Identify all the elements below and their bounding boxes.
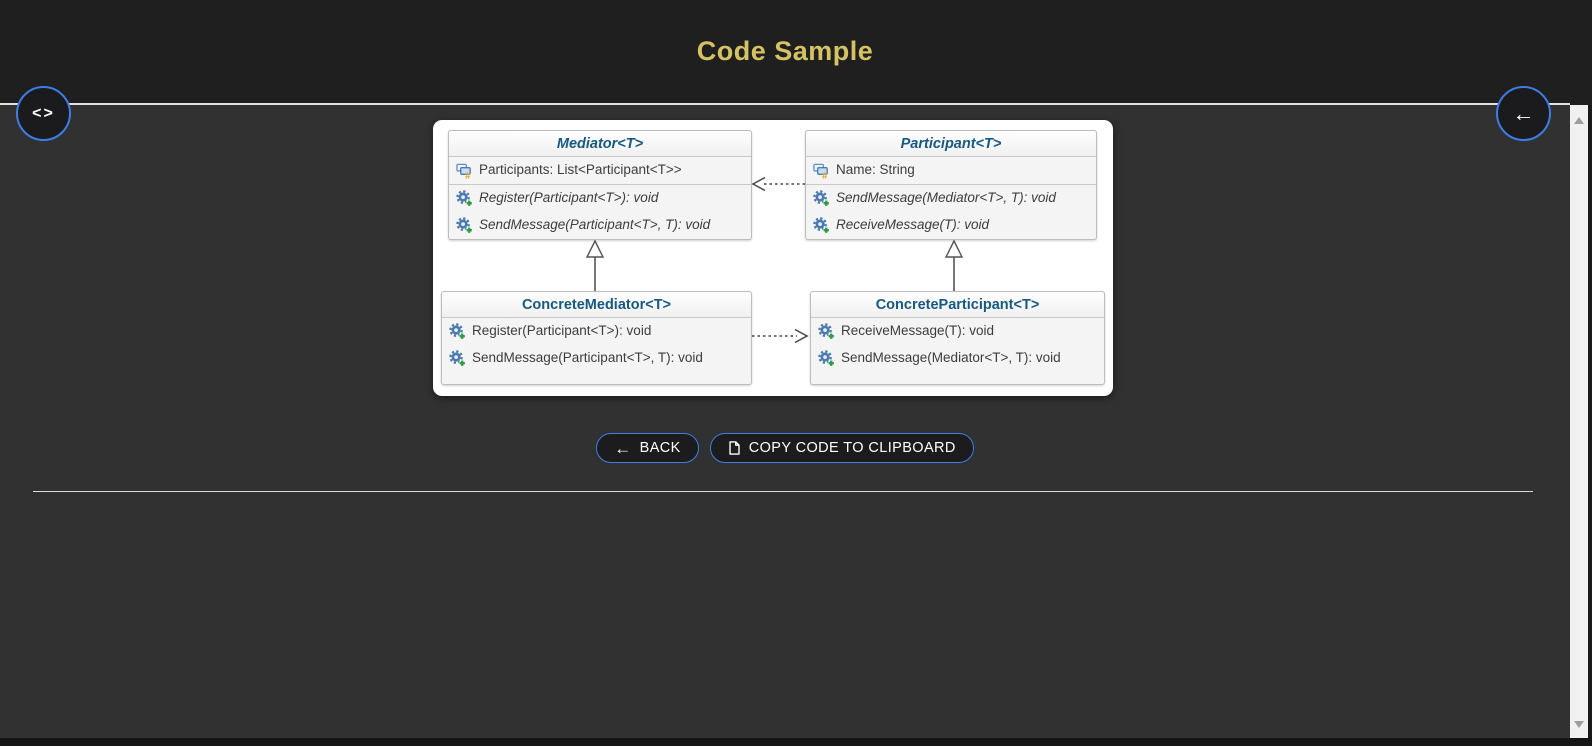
uml-method-text: SendMessage(Mediator<T>, T): void (841, 350, 1061, 366)
uml-field-text: Name: String (836, 162, 915, 178)
code-brackets-icon: <> (32, 104, 55, 122)
uml-class-title: Participant<T> (806, 131, 1096, 157)
uml-method-text: ReceiveMessage(T): void (836, 217, 990, 233)
uml-field-text: Participants: List<Participant<T>> (479, 162, 682, 178)
uml-class-concrete-participant[interactable]: ConcreteParticipant<T> ReceiveMessage(T)… (810, 291, 1105, 385)
document-icon (729, 441, 740, 455)
method-icon (813, 190, 830, 207)
method-icon (818, 323, 835, 340)
section-divider (33, 491, 1533, 492)
inheritance-triangle-right (944, 239, 964, 258)
scroll-down-icon[interactable] (1574, 721, 1584, 728)
uml-method-text: SendMessage(Mediator<T>, T): void (836, 190, 1056, 206)
main-content: Mediator<T> # Participants: List<Partici… (0, 105, 1570, 738)
method-icon (456, 217, 473, 234)
uml-method-row: SendMessage(Participant<T>, T): void (442, 345, 751, 372)
uml-class-concrete-mediator[interactable]: ConcreteMediator<T> Register(Participant… (441, 291, 752, 385)
dependency-arrowhead-left (751, 176, 766, 192)
bottom-edge (0, 738, 1592, 746)
back-button-label: BACK (639, 440, 681, 456)
uml-method-text: Register(Participant<T>): void (472, 323, 652, 339)
uml-method-row: ReceiveMessage(T): void (811, 318, 1104, 345)
copy-code-button[interactable]: COPY CODE TO CLIPBOARD (709, 433, 974, 463)
uml-method-row: Register(Participant<T>): void (442, 318, 751, 345)
header: Code Sample (0, 0, 1592, 105)
view-code-button[interactable]: <> (16, 86, 71, 141)
page-title: Code Sample (696, 36, 874, 66)
uml-field-row: # Name: String (806, 157, 1096, 185)
uml-connectors (585, 176, 964, 344)
field-icon: # (456, 163, 471, 179)
uml-class-title: Mediator<T> (449, 131, 751, 157)
header-divider (0, 103, 1570, 105)
uml-method-row: SendMessage(Mediator<T>, T): void (811, 345, 1104, 372)
uml-class-title: ConcreteParticipant<T> (811, 292, 1104, 318)
uml-method-text: Register(Participant<T>): void (479, 190, 659, 206)
method-icon (456, 190, 473, 207)
uml-class-participant[interactable]: Participant<T> # Name: String (805, 130, 1097, 240)
method-icon (813, 217, 830, 234)
vertical-scrollbar[interactable] (1570, 105, 1588, 738)
dependency-arrowhead-right (794, 328, 809, 344)
back-circle-button[interactable]: ← (1496, 86, 1551, 141)
uml-method-row: SendMessage(Mediator<T>, T): void (806, 185, 1096, 212)
uml-class-mediator[interactable]: Mediator<T> # Participants: List<Partici… (448, 130, 752, 240)
scroll-up-icon[interactable] (1574, 117, 1584, 124)
inheritance-triangle-left (585, 239, 605, 258)
uml-diagram-card: Mediator<T> # Participants: List<Partici… (433, 120, 1113, 396)
uml-method-row: ReceiveMessage(T): void (806, 212, 1096, 239)
uml-method-text: ReceiveMessage(T): void (841, 323, 995, 339)
svg-text:#: # (465, 171, 471, 179)
method-icon (818, 350, 835, 367)
copy-button-label: COPY CODE TO CLIPBOARD (748, 440, 956, 456)
method-icon (449, 323, 466, 340)
field-icon: # (813, 163, 828, 179)
action-bar: ← BACK COPY CODE TO CLIPBOARD (0, 433, 1570, 463)
svg-text:#: # (822, 171, 828, 179)
back-arrow-icon: ← (614, 438, 632, 458)
uml-method-text: SendMessage(Participant<T>, T): void (472, 350, 703, 366)
method-icon (449, 350, 466, 367)
uml-method-row: Register(Participant<T>): void (449, 185, 751, 212)
left-arrow-icon: ← (1512, 100, 1535, 126)
uml-class-title: ConcreteMediator<T> (442, 292, 751, 318)
back-button[interactable]: ← BACK (596, 433, 699, 463)
uml-method-text: SendMessage(Participant<T>, T): void (479, 217, 711, 233)
uml-field-row: # Participants: List<Participant<T>> (449, 157, 751, 185)
uml-method-row: SendMessage(Participant<T>, T): void (449, 212, 751, 239)
